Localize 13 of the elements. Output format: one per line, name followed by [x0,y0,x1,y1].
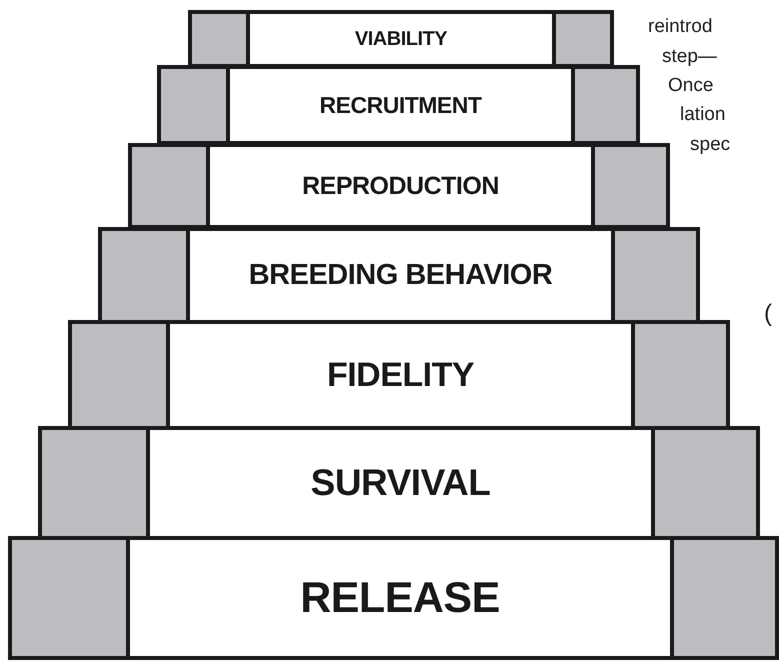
stage-label: FIDELITY [326,356,474,394]
text-fragment: step— [662,46,717,68]
text-fragment: Once [668,75,714,97]
stage-label: RELEASE [300,574,500,622]
text-fragment: ( [764,300,772,328]
stage-label: VIABILITY [354,28,448,50]
text-fragment: spec [690,134,730,156]
stage-label: SURVIVAL [310,462,490,504]
stage-label: REPRODUCTION [302,172,499,200]
text-fragment: reintrod [648,16,712,38]
text-fragment: lation [680,104,726,126]
stage-label: BREEDING BEHAVIOR [248,259,552,292]
stage-label: RECRUITMENT [320,92,482,118]
